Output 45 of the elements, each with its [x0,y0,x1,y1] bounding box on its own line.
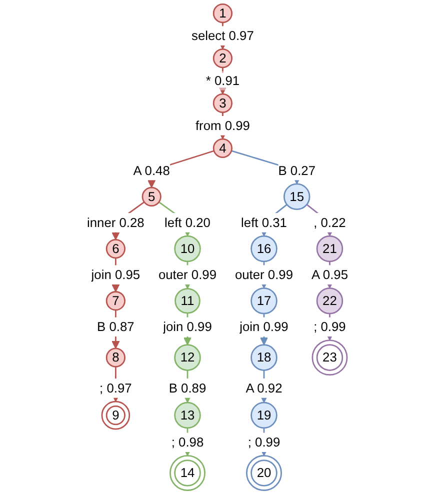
edge-label: B 0.89 [168,380,206,396]
node-circle: 22 [316,287,344,314]
node-circle: 16 [250,235,278,262]
node-circle: 7 [106,291,126,311]
node-circle: 2 [212,48,232,68]
node-circle: 1 [212,4,232,24]
edge-label: B 0.27 [278,162,316,178]
node-circle: 21 [316,235,344,262]
node-circle: 19 [250,402,278,429]
node-circle: 3 [212,93,232,114]
edge-label: left 0.31 [241,214,287,230]
node-circle: 8 [106,348,126,368]
edge-label: * 0.91 [206,72,240,88]
node-circle: 12 [174,344,201,371]
node-circle: 4 [212,138,232,158]
node-circle: 9 [101,400,130,430]
node-circle: 5 [142,186,162,206]
node-circle: 13 [174,402,201,429]
node-circle: 6 [106,238,126,259]
node-circle: 10 [174,235,201,262]
edge-label: join 0.95 [91,266,140,282]
node-circle: 20 [246,455,282,491]
edge-label: A 0.48 [133,162,170,178]
edge-label: join 0.99 [240,319,288,334]
edge-label: inner 0.28 [87,214,144,230]
edge-label: ; 0.99 [248,434,280,450]
edge-label: outer 0.99 [158,266,217,282]
edge-label: left 0.20 [164,214,210,230]
edge-label: ; 0.97 [100,380,132,396]
edge-label: , 0.22 [314,214,346,230]
edge-label: join 0.99 [163,319,212,334]
edge-label: A 0.95 [311,266,348,282]
node-circle: 17 [250,287,278,314]
node-circle: 15 [283,183,310,210]
edge-label: select 0.97 [192,28,254,43]
edge-label: ; 0.98 [171,434,204,450]
edge-label: outer 0.99 [234,266,294,282]
edge-label: B 0.87 [97,319,134,334]
edge-label: A 0.92 [246,380,282,396]
edge-label: from 0.99 [195,118,250,133]
node-circle: 18 [250,344,278,371]
node-circle: 23 [312,340,348,376]
edge-label: ; 0.99 [314,319,346,334]
node-circle: 14 [170,455,206,491]
node-circle: 11 [174,288,200,314]
